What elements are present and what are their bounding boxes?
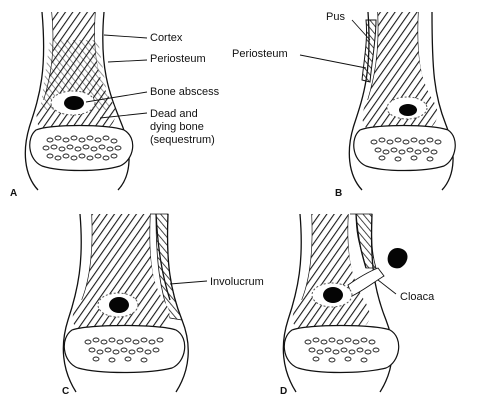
panel-b: Pus Periosteum B [232, 11, 456, 199]
panel-c-cancellous-bone [84, 337, 164, 363]
panel-d: Cloaca D [280, 213, 435, 397]
panel-d-cloaca-channel [347, 267, 385, 297]
label-cloaca: Cloaca [400, 291, 435, 303]
panel-c-involucrum [150, 213, 183, 321]
label-cortex: Cortex [150, 32, 183, 44]
panel-a: Cortex Periosteum Bone abscess Dead and … [10, 11, 220, 199]
panel-c-leader-line [169, 280, 208, 285]
panel-c-abscess [109, 297, 129, 313]
panel-letter-c: C [62, 386, 69, 397]
panel-b-abscess [399, 104, 417, 116]
label-periosteum-b: Periosteum [232, 48, 288, 60]
panel-b-cancellous-bone [370, 137, 442, 162]
panel-d-cancellous-bone [304, 337, 380, 363]
panel-c-medullary-fibrosis [72, 214, 170, 328]
panel-a-leader-lines [85, 34, 148, 119]
panel-b-epiphyseal-cap [353, 124, 456, 172]
label-sequestrum-line3: (sequestrum) [150, 134, 215, 146]
panel-a-hatch-overlay [40, 40, 110, 110]
label-involucrum: Involucrum [210, 276, 264, 288]
panel-a-bone-abscess [64, 96, 84, 110]
panel-a-cancellous-bone [42, 135, 122, 161]
panel-d-draining-pus [387, 248, 408, 269]
label-sequestrum-line2: dying bone [150, 121, 204, 133]
label-bone-abscess: Bone abscess [150, 86, 220, 98]
panel-letter-a: A [10, 188, 17, 199]
label-pus: Pus [326, 11, 345, 23]
panel-d-abscess [323, 287, 343, 303]
panel-letter-b: B [335, 188, 342, 199]
label-periosteum-a: Periosteum [150, 53, 206, 65]
panel-c-epiphyseal-cap [63, 324, 186, 374]
panel-c: Involucrum C [62, 213, 264, 397]
label-sequestrum-line1: Dead and [150, 108, 198, 120]
panel-b-pus-elevating-periosteum [361, 19, 377, 83]
panel-b-leader-lines [299, 19, 371, 69]
panel-letter-d: D [280, 386, 287, 397]
panel-d-leader-line [377, 279, 397, 295]
panel-d-involucrum [350, 213, 377, 269]
